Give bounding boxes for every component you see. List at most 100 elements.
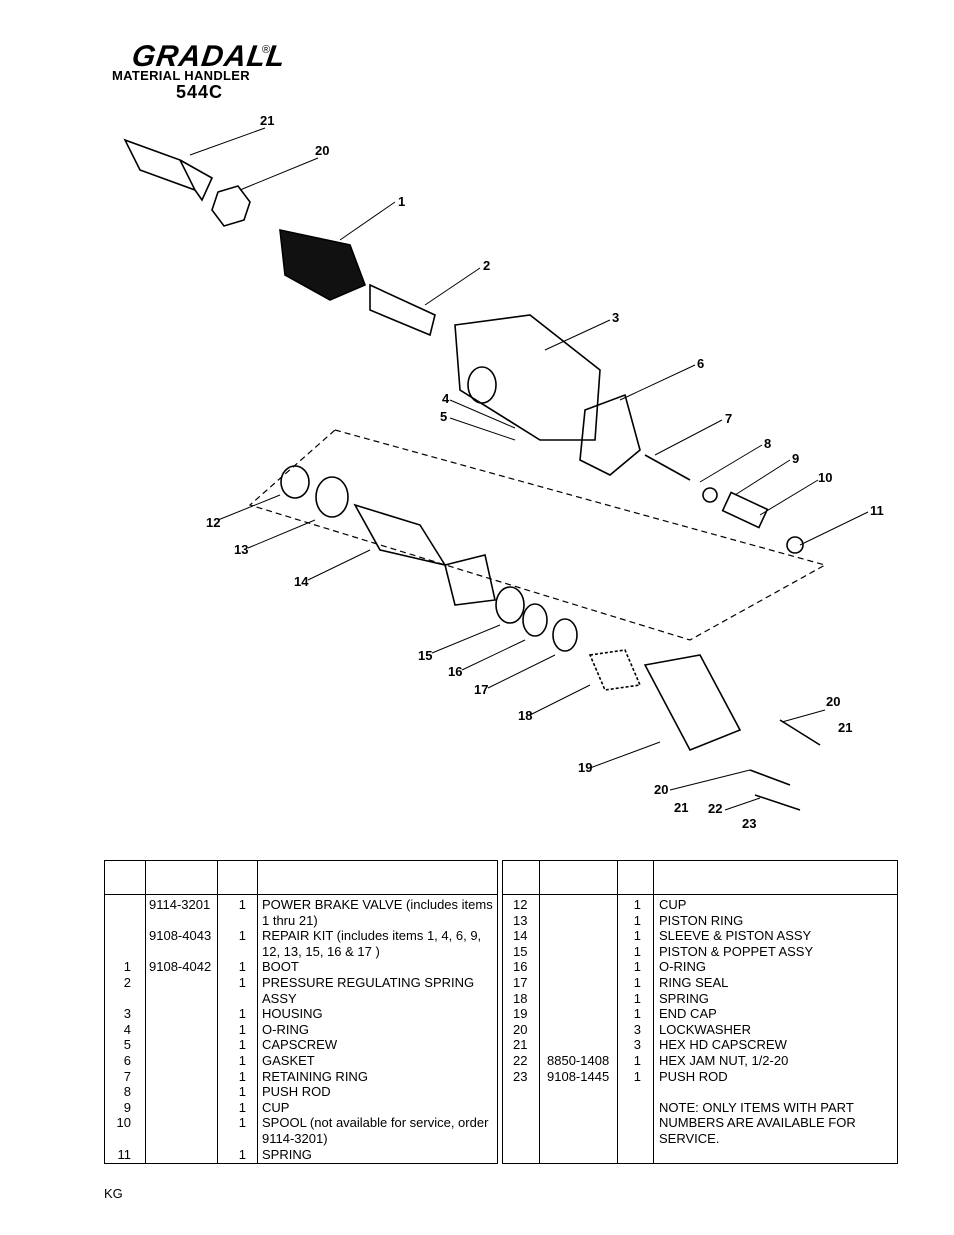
callout: 6 [697,356,704,371]
description: PISTON & POPPET ASSY [659,943,814,959]
quantity: 1 [633,943,641,959]
quantity: 1 [238,897,246,912]
description: CUP [659,897,687,912]
callout: 4 [442,391,450,406]
table-row: 7 1 RETAINING RING [105,1069,497,1085]
quantity: 1 [238,1006,246,1022]
item-number: 18 [513,990,528,1006]
part-22-hex-nut [211,185,251,227]
quantity: 3 [633,1021,641,1037]
item-number: 16 [513,959,528,975]
table-row: 15 1 PISTON & POPPET ASSY [503,944,897,960]
quantity: 1 [238,1146,246,1162]
quantity: 1 [238,928,246,944]
item-number: 21 [513,1037,528,1053]
part-14-sleeve [353,503,496,606]
item-number: 10 [116,1115,131,1131]
item-number: 15 [513,943,528,959]
part-23-push-rod [123,138,214,202]
callout: 10 [818,470,832,485]
quantity: 1 [238,1021,246,1037]
item-number: 17 [513,974,528,990]
item-number: 22 [513,1052,528,1068]
callout: 1 [398,194,405,209]
part-7-11-rod-parts [644,454,804,554]
description [659,1084,895,1100]
quantity: 1 [633,1068,641,1084]
item-number: 3 [123,1006,131,1022]
description: POWER BRAKE VALVE (includes items 1 thru… [262,897,493,928]
description: SPOOL (not available for service, order … [262,1115,489,1146]
part-number: 9108-1445 [547,1068,610,1084]
item-number: 7 [123,1068,131,1084]
description: BOOT [262,959,299,975]
callout: 21 [260,113,274,128]
brand-subtitle: MATERIAL HANDLER [112,68,250,83]
callout: 11 [870,503,884,518]
item-number: 19 [513,1006,528,1022]
column-divider [217,861,218,1163]
quantity: 1 [238,1052,246,1068]
part-2-spring-assy [369,283,436,337]
item-number: 11 [117,1146,132,1162]
column-divider [539,861,540,1163]
quantity: 1 [633,1052,641,1068]
quantity: 1 [633,1006,641,1022]
description: RETAINING RING [262,1068,368,1084]
model-number: 544C [176,82,224,102]
callout: 16 [448,664,462,679]
description: SPRING [659,990,709,1006]
quantity: 1 [633,912,641,928]
header-divider [105,894,497,895]
callout: 20 [654,782,668,797]
description: NOTE: ONLY ITEMS WITH PART NUMBERS ARE A… [659,1099,856,1146]
column-divider [653,861,654,1163]
part-number: 9108-4042 [149,959,212,975]
description: HEX HD CAPSCREW [659,1037,787,1053]
part-number: 8850-1408 [547,1052,610,1068]
callout: 8 [764,436,771,451]
callout: 23 [742,816,756,831]
quantity: 1 [238,1068,246,1084]
item-number: 14 [513,928,528,944]
part-19-end-cap [643,654,742,752]
exploded-parts-diagram: 21 20 1 2 3 6 7 8 9 10 11 4 5 12 13 14 1… [123,113,884,831]
quantity: 1 [633,990,641,1006]
description: PISTON RING [659,912,744,928]
description: CAPSCREW [262,1037,338,1053]
quantity: 1 [238,1099,246,1115]
item-number: 5 [123,1037,131,1053]
header-divider [503,894,897,895]
description: HEX JAM NUT, 1/2-20 [659,1052,789,1068]
table-row: NOTE: ONLY ITEMS WITH PART NUMBERS ARE A… [503,1100,897,1147]
description: SLEEVE & PISTON ASSY [659,928,812,944]
item-number: 20 [513,1021,528,1037]
callout: 20 [315,143,329,158]
description: PUSH ROD [659,1068,728,1084]
description: O-RING [262,1021,309,1037]
description: REPAIR KIT (includes items 1, 4, 6, 9, 1… [262,928,482,959]
quantity: 1 [633,974,641,990]
item-number: 1 [123,959,131,975]
quantity: 3 [633,1037,641,1053]
description: O-RING [659,959,706,975]
item-number: 6 [123,1052,131,1068]
table-row: 18 1 SPRING [503,991,897,1007]
item-number: 8 [123,1084,131,1100]
table-row: 22 8850-1408 1 HEX JAM NUT, 1/2-20 [503,1053,897,1069]
